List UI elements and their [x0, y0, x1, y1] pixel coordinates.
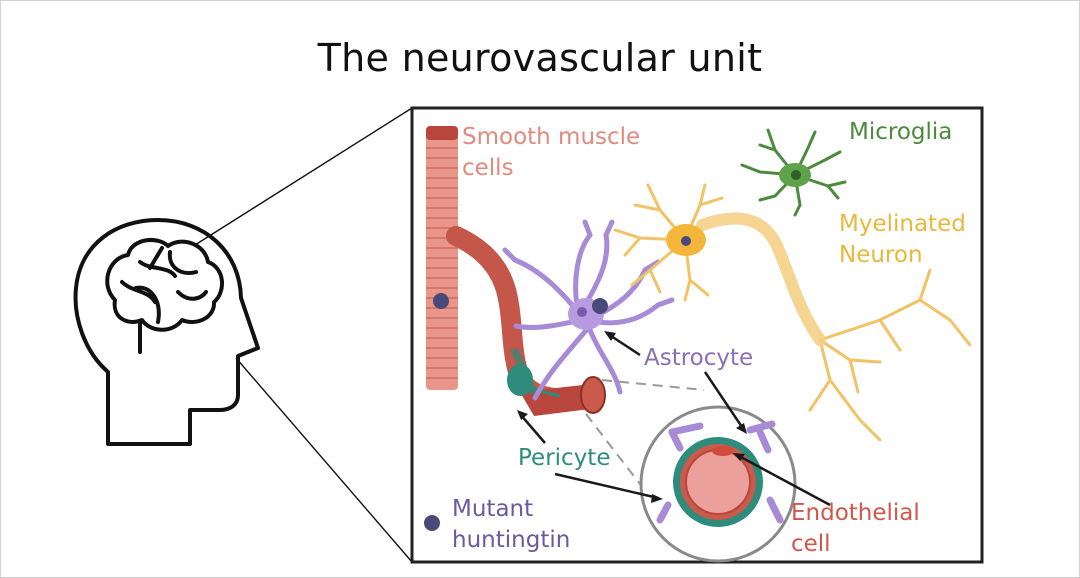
label-smooth-muscle: Smooth muscle cells [462, 122, 640, 184]
page-title: The neurovascular unit [317, 36, 763, 80]
microglia-nucleus [791, 170, 801, 180]
label-myelinated-neuron-line1: Myelinated [839, 211, 966, 237]
label-microglia: Microglia [849, 119, 953, 145]
label-endothelial-cell-line1: Endothelial [791, 500, 920, 526]
label-myelinated-neuron-line2: Neuron [839, 242, 923, 268]
label-mutant-huntingtin-line1: Mutant [452, 496, 534, 522]
zoom-lines [194, 107, 413, 563]
mutant-huntingtin-dot-icon [424, 515, 440, 531]
label-smooth-muscle-line1: Smooth muscle [462, 124, 641, 150]
cross-section-guides [585, 379, 705, 511]
astrocyte-nucleus [577, 307, 587, 317]
label-smooth-muscle-line2: cells [462, 155, 514, 181]
smooth-muscle-vessel [426, 126, 458, 390]
vessel-mutant-huntingtin-dot [433, 293, 449, 309]
detail-panel [410, 106, 984, 564]
vessel-cross-section [639, 405, 797, 563]
head-brain-icon [73, 218, 260, 446]
myelin-sheath [696, 212, 826, 346]
label-arrows [517, 331, 831, 507]
label-endothelial-cell-line2: cell [791, 531, 831, 557]
pericyte-cell [507, 348, 561, 398]
label-endothelial-cell: Endothelial cell [791, 498, 920, 560]
astrocyte-mutant-huntingtin-dot [592, 298, 608, 314]
label-mutant-huntingtin: Mutant huntingtin [452, 494, 570, 556]
label-astrocyte: Astrocyte [644, 345, 754, 371]
label-mutant-huntingtin-line2: huntingtin [452, 527, 571, 553]
neuron-nucleus [681, 236, 691, 246]
label-pericyte: Pericyte [518, 445, 611, 471]
